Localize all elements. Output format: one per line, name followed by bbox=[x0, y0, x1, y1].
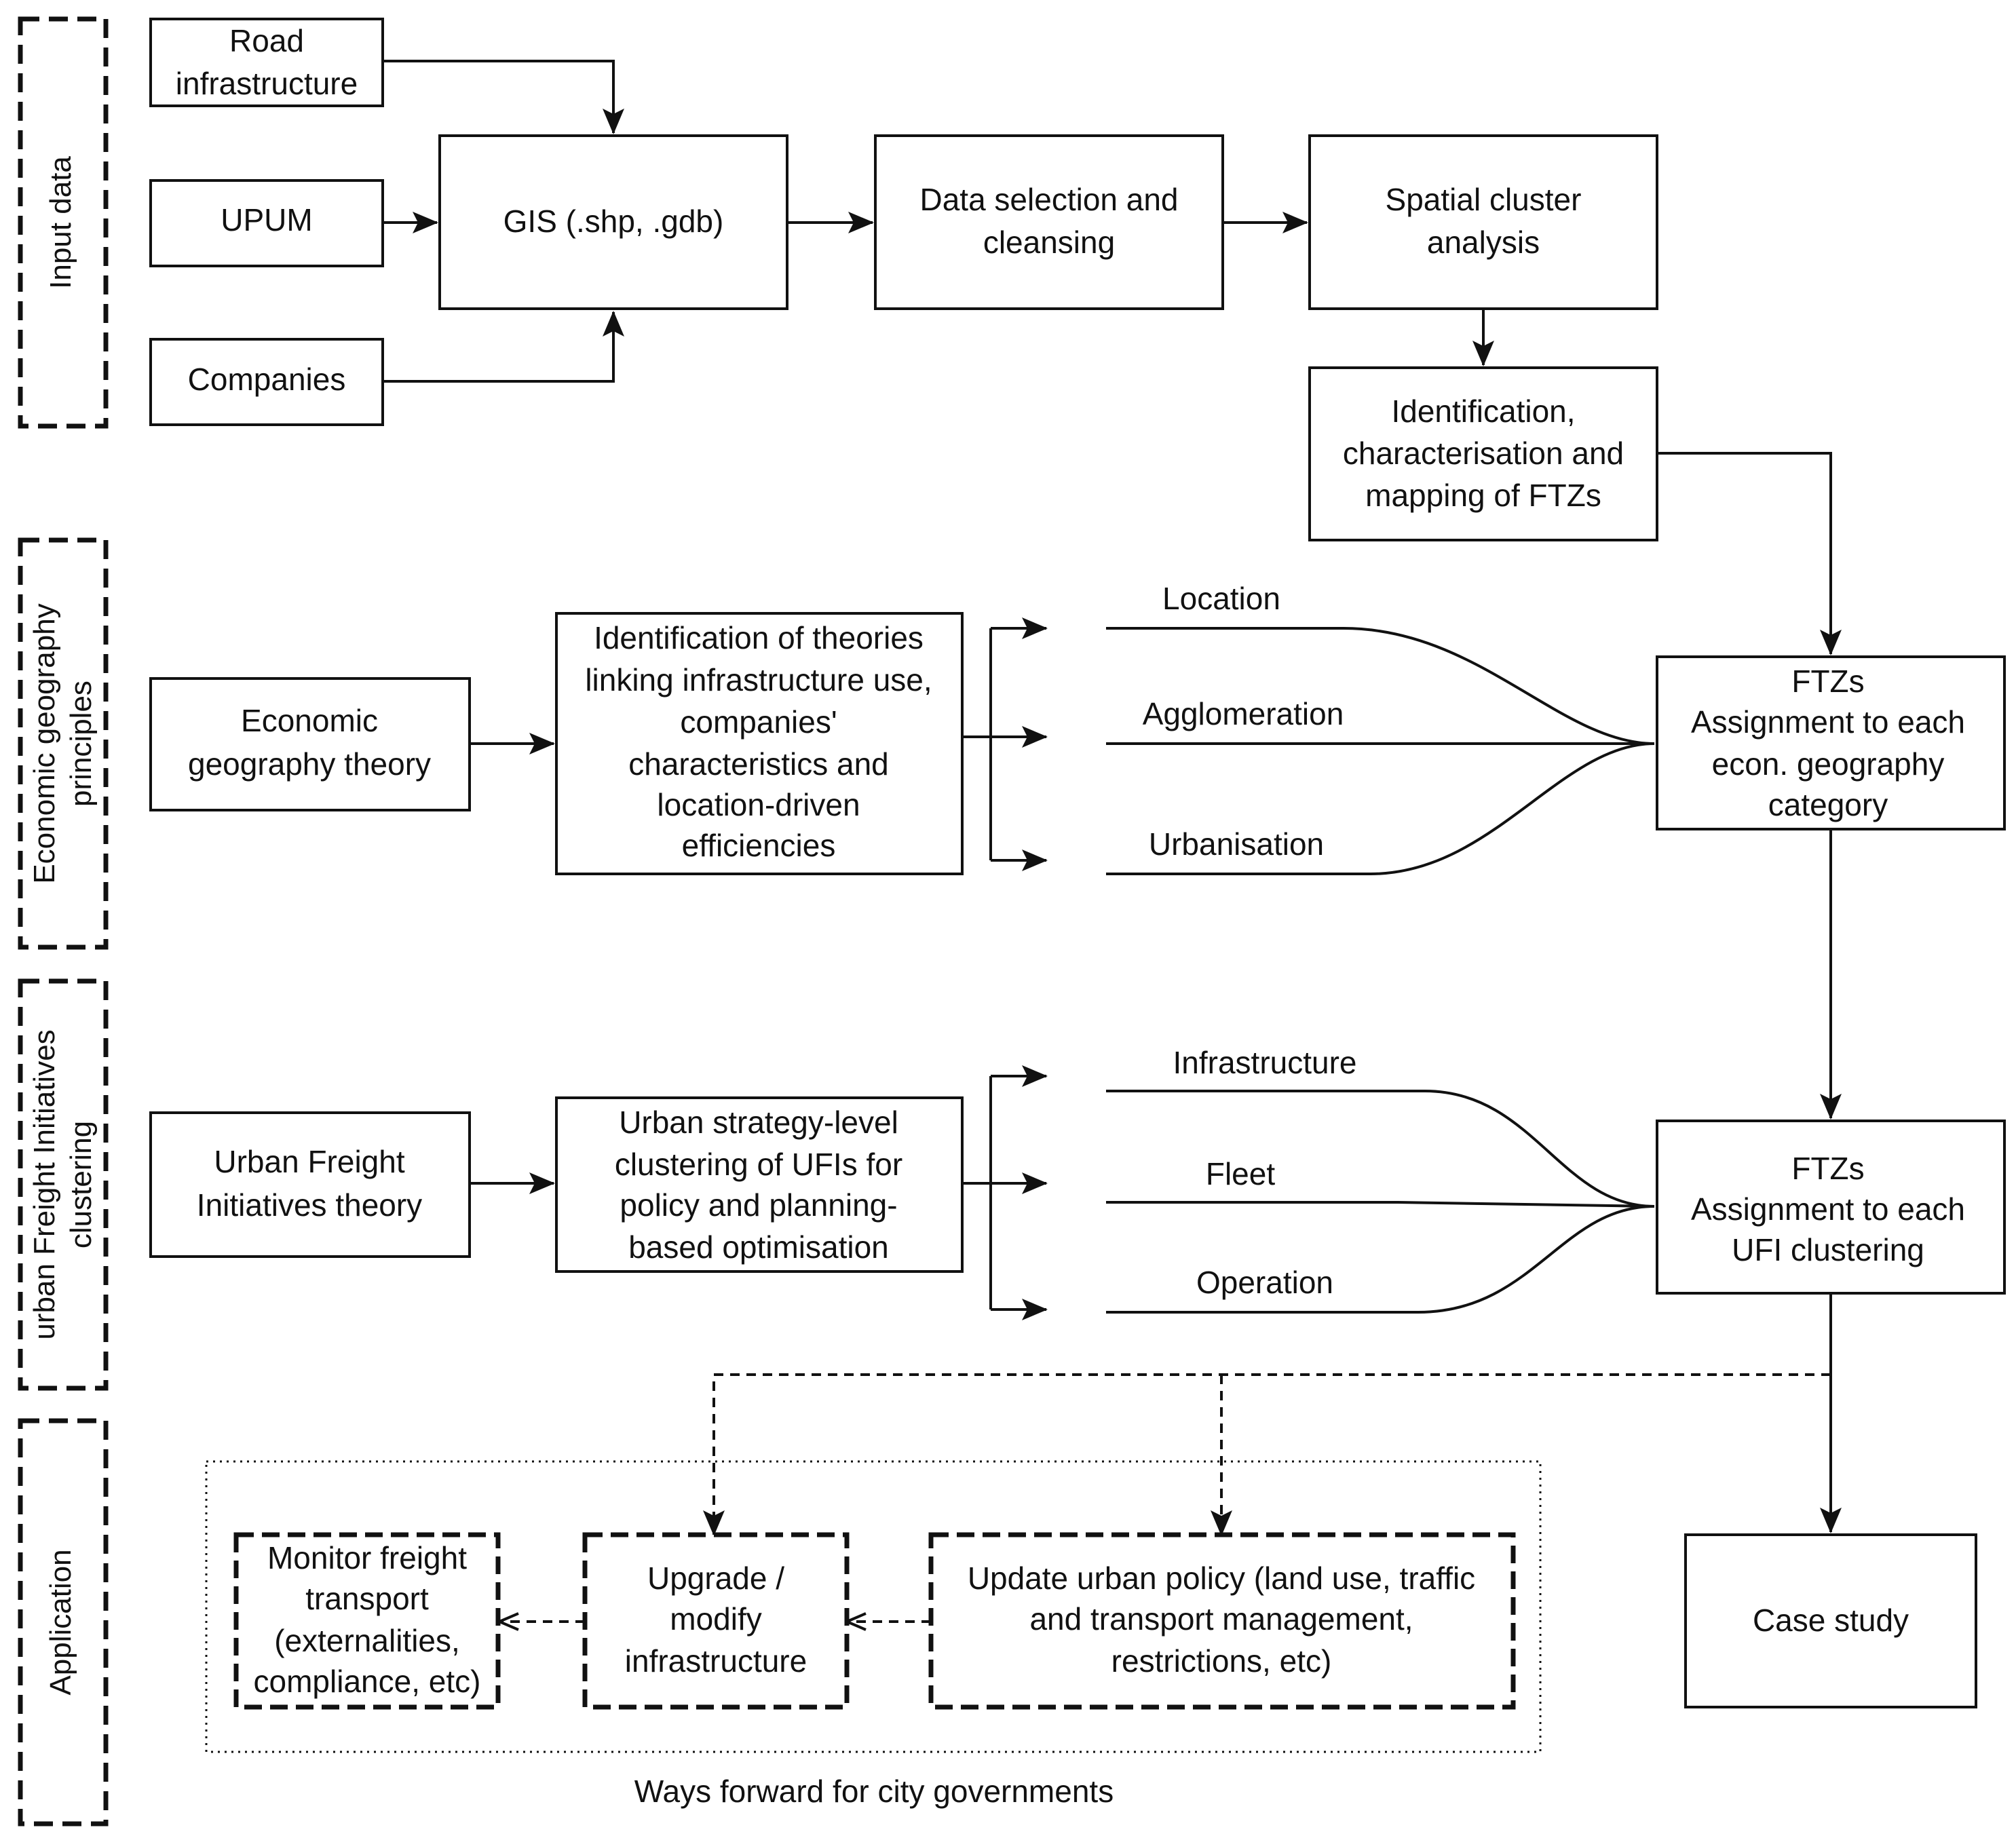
box-ftz-econ-line-4: category bbox=[1768, 787, 1888, 822]
branch-urbanisation: Urbanisation bbox=[1149, 826, 1324, 862]
box-identification-ftz: Identification, characterisation and map… bbox=[1308, 366, 1658, 541]
section-ufi-clustering: urban Freight Initiatives clustering bbox=[18, 978, 109, 1391]
box-ufi-strategy: Urban strategy-level clustering of UFIs … bbox=[555, 1096, 964, 1273]
box-spatial-cluster-line-2: analysis bbox=[1427, 225, 1540, 260]
ways-forward-caption: Ways forward for city governments bbox=[634, 1774, 1114, 1809]
box-theories-line-2: linking infrastructure use, bbox=[585, 662, 932, 697]
box-ftz-econ-line-1: FTZs bbox=[1791, 664, 1864, 699]
box-theories-line-3: companies' bbox=[680, 704, 837, 740]
box-ufi-theory-line-1: Urban Freight bbox=[214, 1144, 404, 1179]
box-upgrade-line-2: modify bbox=[670, 1601, 761, 1637]
section-economic-geography-label-1: Economic geography bbox=[28, 603, 61, 883]
box-identification-ftz-line-1: Identification, bbox=[1391, 394, 1575, 429]
box-identification-ftz-line-2: characterisation and bbox=[1343, 436, 1624, 471]
box-upgrade-line-3: infrastructure bbox=[625, 1643, 807, 1679]
box-ftz-ufi-line-1: FTZs bbox=[1791, 1151, 1864, 1186]
box-upgrade-infrastructure: Upgrade / modify infrastructure bbox=[582, 1532, 850, 1710]
box-theories-line-4: characteristics and bbox=[628, 746, 889, 782]
branch-infrastructure: Infrastructure bbox=[1173, 1045, 1357, 1080]
box-gis-label: GIS (.shp, .gdb) bbox=[503, 204, 724, 239]
box-update-policy-line-2: and transport management, bbox=[1029, 1601, 1413, 1637]
box-ufi-theory-line-2: Initiatives theory bbox=[197, 1187, 422, 1223]
box-spatial-cluster-line-1: Spatial cluster bbox=[1386, 182, 1582, 217]
box-theories-line-6: efficiencies bbox=[682, 828, 836, 863]
box-companies: Companies bbox=[149, 338, 384, 426]
box-monitor-line-4: compliance, etc) bbox=[254, 1664, 481, 1699]
box-ufi-strategy-line-2: clustering of UFIs for bbox=[615, 1147, 902, 1182]
section-ufi-clustering-label-1: urban Freight Initiatives bbox=[28, 1029, 61, 1339]
box-gis: GIS (.shp, .gdb) bbox=[438, 134, 788, 310]
box-ftz-econ-line-3: econ. geography bbox=[1712, 746, 1945, 782]
box-update-policy-line-1: Update urban policy (land use, traffic bbox=[968, 1561, 1475, 1596]
box-case-study: Case study bbox=[1684, 1533, 1977, 1708]
box-monitor-line-3: (externalities, bbox=[274, 1623, 460, 1658]
branch-agglomeration: Agglomeration bbox=[1143, 696, 1344, 731]
branch-location: Location bbox=[1162, 581, 1280, 616]
box-ftz-ufi: FTZs Assignment to each UFI clustering bbox=[1656, 1120, 2006, 1295]
box-ufi-strategy-line-4: based optimisation bbox=[628, 1229, 889, 1265]
box-data-selection: Data selection and cleansing bbox=[874, 134, 1224, 310]
section-ufi-clustering-label-2: clustering bbox=[64, 1121, 98, 1248]
box-theories-line-1: Identification of theories bbox=[594, 620, 924, 655]
input-connectors bbox=[383, 60, 1842, 655]
box-update-policy-line-3: restrictions, etc) bbox=[1111, 1643, 1332, 1679]
ufi-connectors bbox=[470, 1065, 1842, 1533]
box-road-line-2: infrastructure bbox=[176, 66, 358, 101]
box-theories-line-5: location-driven bbox=[657, 787, 860, 822]
box-case-study-label: Case study bbox=[1753, 1603, 1909, 1638]
box-ftz-ufi-line-2: Assignment to each bbox=[1691, 1191, 1965, 1227]
dashed-feedback-connectors bbox=[499, 1373, 1831, 1622]
section-application-label: Application bbox=[44, 1549, 77, 1695]
box-monitor-freight: Monitor freight transport (externalities… bbox=[233, 1532, 501, 1710]
box-ufi-strategy-line-1: Urban strategy-level bbox=[619, 1105, 898, 1140]
box-upgrade-line-1: Upgrade / bbox=[647, 1561, 784, 1596]
box-data-selection-line-2: cleansing bbox=[983, 225, 1115, 260]
econ-connectors bbox=[470, 617, 1842, 1120]
section-application: Application bbox=[18, 1418, 109, 1827]
box-data-selection-line-1: Data selection and bbox=[919, 182, 1178, 217]
box-monitor-line-2: transport bbox=[305, 1581, 429, 1616]
ways-forward-group bbox=[205, 1460, 1542, 1753]
box-road-infrastructure: Road infrastructure bbox=[149, 18, 384, 107]
box-ufi-theory: Urban Freight Initiatives theory bbox=[149, 1111, 471, 1258]
box-spatial-cluster: Spatial cluster analysis bbox=[1308, 134, 1658, 310]
box-theories: Identification of theories linking infra… bbox=[555, 612, 964, 875]
box-ftz-econ-line-2: Assignment to each bbox=[1691, 704, 1965, 740]
section-economic-geography-label-2: principles bbox=[64, 681, 98, 807]
box-econ-theory: Economic geography theory bbox=[149, 677, 471, 811]
section-input-data-label: Input data bbox=[44, 156, 77, 289]
box-monitor-line-1: Monitor freight bbox=[267, 1540, 467, 1575]
section-input-data: Input data bbox=[18, 16, 109, 429]
box-upum-label: UPUM bbox=[221, 202, 312, 237]
box-companies-label: Companies bbox=[188, 362, 346, 397]
box-identification-ftz-line-3: mapping of FTZs bbox=[1365, 478, 1601, 513]
box-ftz-ufi-line-3: UFI clustering bbox=[1732, 1232, 1924, 1267]
box-econ-theory-line-2: geography theory bbox=[188, 746, 431, 782]
box-ufi-strategy-line-3: policy and planning- bbox=[620, 1187, 897, 1223]
branch-fleet: Fleet bbox=[1206, 1156, 1275, 1191]
box-ftz-econ: FTZs Assignment to each econ. geography … bbox=[1656, 655, 2006, 830]
box-update-policy: Update urban policy (land use, traffic a… bbox=[928, 1532, 1516, 1710]
box-upum: UPUM bbox=[149, 179, 384, 267]
box-econ-theory-line-1: Economic bbox=[241, 703, 378, 738]
section-economic-geography: Economic geography principles bbox=[18, 537, 109, 950]
box-road-line-1: Road bbox=[229, 23, 304, 58]
branch-operation: Operation bbox=[1196, 1265, 1333, 1300]
